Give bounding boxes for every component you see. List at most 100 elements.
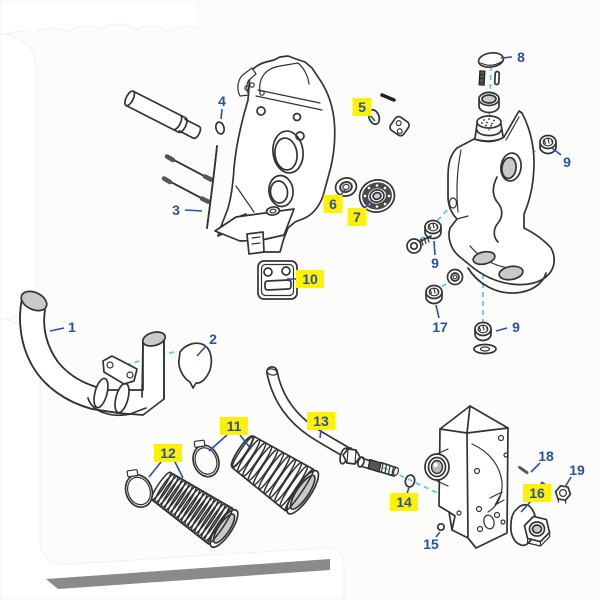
callout-3[interactable]: 3: [172, 202, 203, 218]
plate-10-drawing: [257, 260, 298, 300]
callout-number[interactable]: 3: [172, 202, 180, 218]
gimbal-housing-drawing: [214, 55, 336, 255]
o-ring-14-drawing: [404, 474, 416, 488]
callout-leader-line: [363, 200, 372, 210]
callout-number[interactable]: 2: [209, 331, 217, 347]
callout-9[interactable]: 9: [551, 147, 571, 170]
callout-number[interactable]: 11: [227, 418, 242, 434]
callout-1[interactable]: 1: [49, 319, 76, 335]
callout-highlight: [154, 444, 182, 462]
callout-leader-line: [435, 531, 441, 538]
clamp-11-drawing: [192, 439, 220, 478]
callout-12[interactable]: 12: [148, 444, 184, 479]
callout-leader-line: [184, 209, 203, 212]
callout-number[interactable]: 10: [302, 271, 318, 287]
bushing-17-drawing: [425, 284, 443, 305]
callout-number[interactable]: 12: [160, 445, 176, 461]
callout-leader-line: [148, 461, 162, 478]
whiteout-blob-top: [0, 0, 199, 38]
callout-16[interactable]: 16: [520, 484, 551, 513]
callout-highlight: [390, 493, 418, 511]
swivel-fork-drawing: [447, 110, 555, 294]
callout-5[interactable]: 5: [352, 98, 376, 122]
callout-7[interactable]: 7: [347, 200, 372, 226]
callout-leader-line: [433, 240, 436, 256]
shift-housing-drawing: [424, 405, 509, 549]
callout-leader-line: [319, 429, 322, 439]
hose-13-drawing: [266, 366, 353, 458]
pin-5-group-drawing: [367, 93, 410, 137]
callout-leader-line: [530, 462, 541, 473]
gray-band: [46, 559, 330, 589]
bellows-11-drawing: [230, 435, 320, 515]
callout-number[interactable]: 19: [569, 462, 585, 478]
callout-15[interactable]: 15: [423, 531, 441, 552]
callout-number[interactable]: 16: [529, 485, 545, 501]
callout-leader-line: [435, 304, 440, 319]
callout-number[interactable]: 9: [431, 255, 439, 271]
o-ring-4-drawing: [214, 121, 226, 135]
callout-10[interactable]: 10: [287, 270, 324, 288]
callout-9[interactable]: 9: [495, 319, 520, 335]
callout-19[interactable]: 19: [564, 462, 585, 488]
seal-ring-drawing: [446, 268, 464, 286]
whiteout-blob-left: [0, 33, 37, 321]
studs-drawing: [161, 154, 214, 204]
exhaust-y-pipe-drawing: [19, 290, 167, 417]
callout-highlight: [347, 208, 367, 226]
callout-leader-line: [495, 327, 508, 332]
shift-connector-drawing: [339, 447, 400, 477]
hex-nut-drawing: [523, 515, 551, 547]
plug-15-drawing: [436, 522, 446, 532]
washer-drawing: [473, 343, 497, 355]
callout-4[interactable]: 4: [218, 93, 226, 120]
callout-18[interactable]: 18: [530, 448, 554, 473]
callout-leader-line: [520, 500, 532, 513]
callout-number[interactable]: 5: [358, 99, 366, 115]
bellows-12-drawing: [150, 471, 239, 549]
steering-pin-drawing: [124, 90, 202, 140]
callout-highlight: [220, 417, 248, 435]
callout-9[interactable]: 9: [431, 240, 439, 271]
callout-number[interactable]: 9: [512, 319, 520, 335]
callout-highlight: [307, 412, 335, 430]
callout-leader-line: [564, 476, 572, 488]
callout-number[interactable]: 17: [432, 319, 448, 335]
seal-6-drawing: [334, 177, 358, 197]
callout-leader-line: [208, 434, 228, 452]
callout-6[interactable]: 6: [323, 189, 346, 213]
callout-leader-line: [500, 56, 513, 59]
callout-number[interactable]: 4: [218, 93, 226, 109]
callout-number[interactable]: 7: [353, 209, 361, 225]
callout-number[interactable]: 14: [396, 494, 412, 510]
callout-13[interactable]: 13: [307, 412, 335, 439]
socket-bolt-drawing: [406, 235, 432, 254]
callout-8[interactable]: 8: [500, 49, 525, 65]
callout-leader-line: [196, 345, 207, 357]
callout-leader-line: [239, 434, 252, 450]
callout-leader-line: [551, 147, 562, 156]
callout-14[interactable]: 14: [390, 486, 418, 511]
callout-number[interactable]: 18: [538, 448, 554, 464]
callout-number[interactable]: 8: [517, 49, 525, 65]
callout-11[interactable]: 11: [208, 417, 252, 452]
bushing-9a-drawing: [539, 134, 557, 155]
callout-2[interactable]: 2: [196, 331, 217, 357]
callout-number[interactable]: 9: [563, 154, 571, 170]
callout-leader-line: [49, 327, 65, 332]
callout-number[interactable]: 13: [313, 413, 329, 429]
callout-number[interactable]: 1: [68, 319, 76, 335]
callout-highlight: [296, 270, 324, 288]
callout-highlight: [352, 98, 372, 116]
pivot-rod-drawing: [206, 145, 218, 229]
bushing-9c-drawing: [474, 321, 492, 342]
callout-17[interactable]: 17: [432, 304, 448, 335]
flapper-2-drawing: [178, 342, 213, 389]
callout-number[interactable]: 15: [423, 536, 439, 552]
callout-number[interactable]: 6: [329, 196, 337, 212]
callout-highlight: [523, 484, 551, 502]
callout-leader-line: [406, 486, 410, 495]
